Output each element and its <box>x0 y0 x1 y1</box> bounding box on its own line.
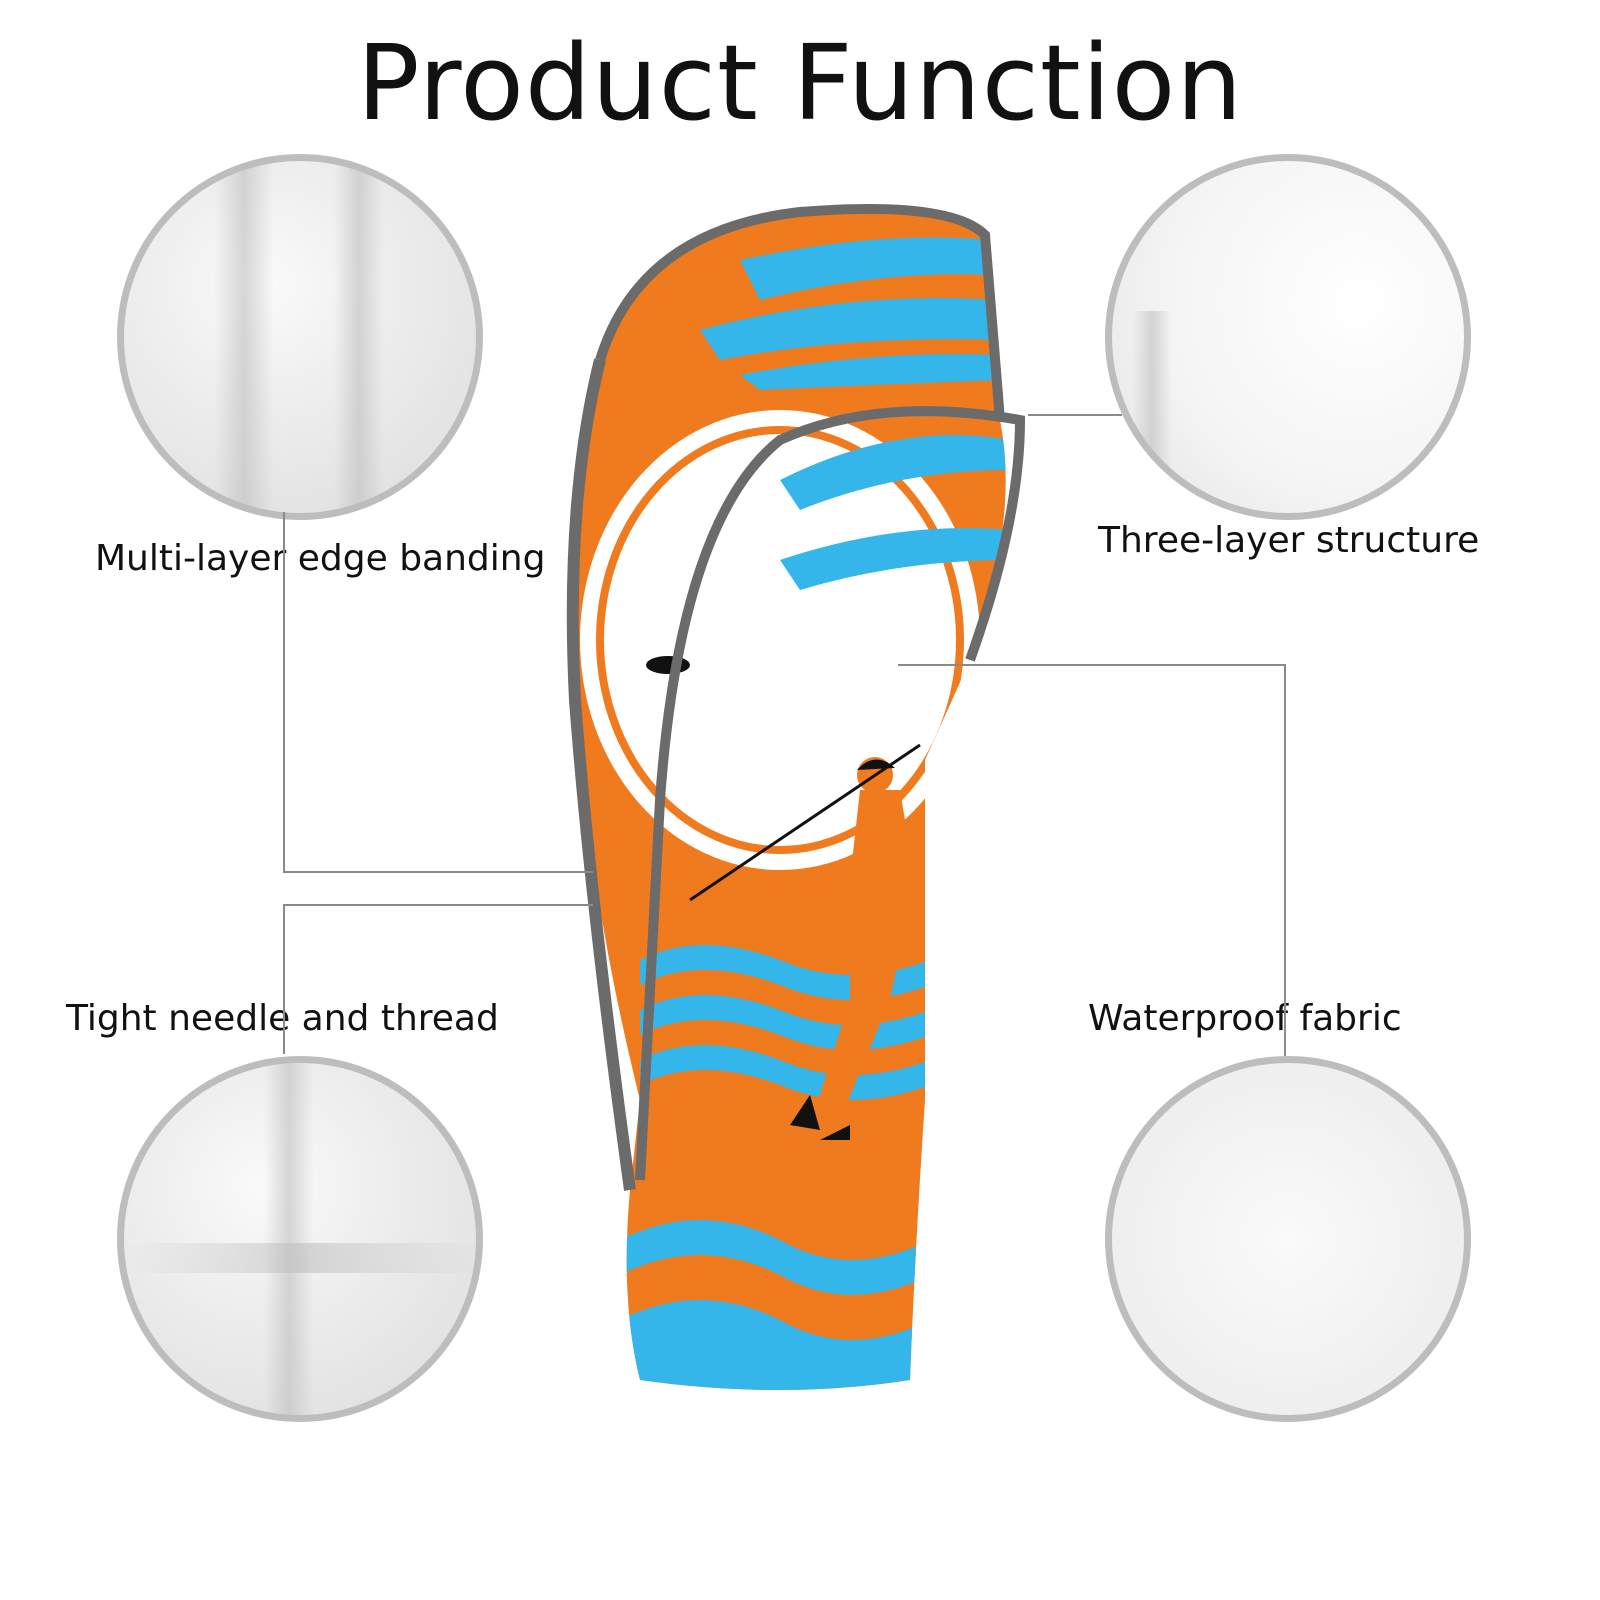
callout-line <box>898 664 1286 666</box>
detail-circle-three-layer <box>1105 154 1471 520</box>
detail-circle-waterproof <box>1105 1056 1471 1422</box>
callout-line <box>1284 664 1286 1056</box>
callout-line <box>283 871 593 873</box>
feature-label-stitching: Tight needle and thread <box>66 998 499 1039</box>
callout-line <box>1028 414 1122 416</box>
feature-label-edge-banding: Multi-layer edge banding <box>95 538 546 579</box>
feature-label-three-layer: Three-layer structure <box>1098 520 1480 561</box>
detail-circle-stitching <box>117 1056 483 1422</box>
callout-line <box>283 512 285 873</box>
page-title: Product Function <box>356 22 1244 144</box>
callout-line <box>283 904 593 906</box>
feature-label-waterproof: Waterproof fabric <box>1088 998 1402 1039</box>
detail-circle-edge-banding <box>117 154 483 520</box>
callout-line <box>283 904 285 1054</box>
